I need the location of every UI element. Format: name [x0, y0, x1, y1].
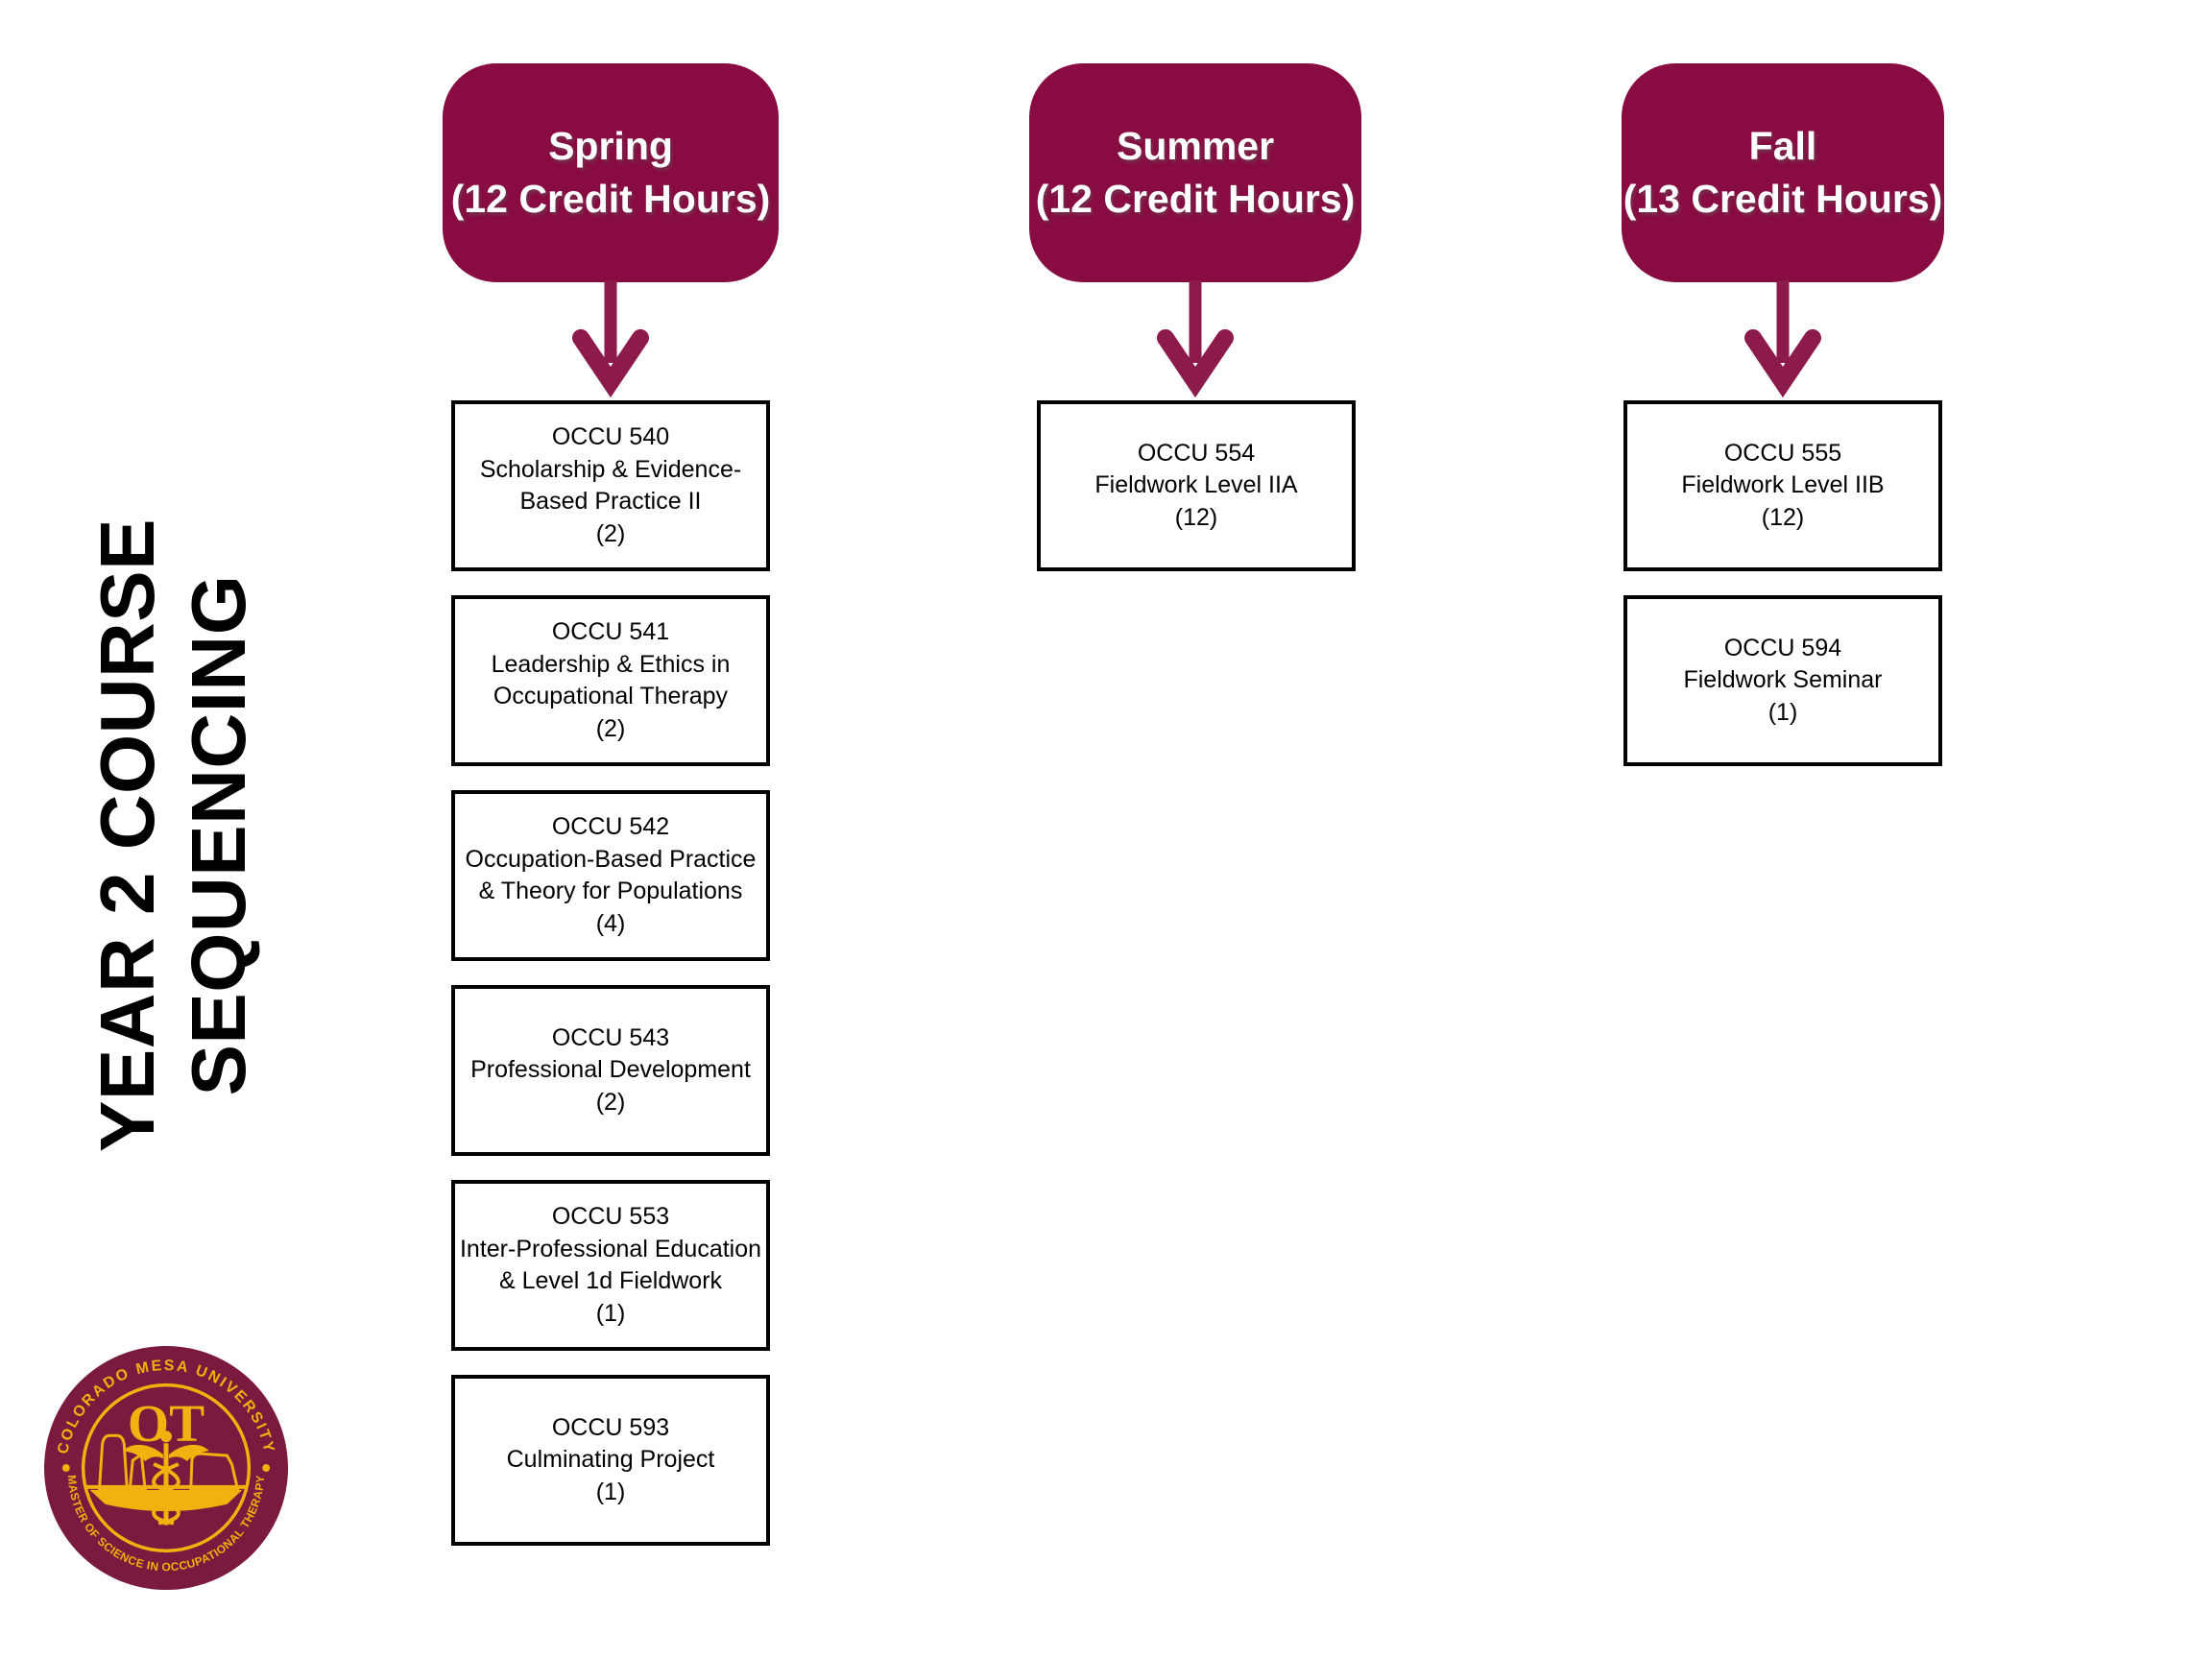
- title-line-2: SEQUENCING: [176, 574, 261, 1096]
- course-name: Leadership & Ethics in Occupational Ther…: [491, 650, 731, 710]
- course-credits: (1): [1767, 698, 1798, 726]
- course-credits: (12): [1761, 503, 1805, 531]
- course-box-occu-555: OCCU 555 Fieldwork Level IIB (12): [1623, 400, 1942, 571]
- season-credits: (12 Credit Hours): [1035, 177, 1356, 221]
- course-code: OCCU 543: [551, 1023, 670, 1051]
- course-name: Scholarship & Evidence- Based Practice I…: [479, 455, 742, 516]
- logo-dot-left: [61, 1464, 70, 1472]
- course-box-occu-541: OCCU 541 Leadership & Ethics in Occupati…: [451, 595, 770, 766]
- course-name: Inter-Professional Education & Level 1d …: [459, 1235, 762, 1295]
- caduceus-icon: [123, 1431, 209, 1526]
- course-code: OCCU 554: [1137, 439, 1256, 467]
- logo-dot-right: [262, 1464, 271, 1472]
- title-line-1: YEAR 2 COURSE: [84, 518, 170, 1152]
- page-title: YEAR 2 COURSE SEQUENCING: [82, 518, 264, 1152]
- season-credits: (13 Credit Hours): [1623, 177, 1943, 221]
- season-credits: (12 Credit Hours): [450, 177, 771, 221]
- course-credits: (2): [595, 714, 626, 742]
- course-credits: (4): [595, 909, 626, 937]
- season-name: Fall: [1748, 123, 1817, 168]
- course-name: Professional Development: [470, 1056, 751, 1084]
- season-header-fall: Fall (13 Credit Hours): [1622, 63, 1944, 282]
- course-box-occu-540: OCCU 540 Scholarship & Evidence- Based P…: [451, 400, 770, 571]
- season-header-spring: Spring (12 Credit Hours): [443, 63, 779, 282]
- course-credits: (12): [1174, 503, 1218, 531]
- course-credits: (1): [595, 1478, 626, 1505]
- course-credits: (1): [595, 1299, 626, 1327]
- course-box-occu-594: OCCU 594 Fieldwork Seminar (1): [1623, 595, 1942, 766]
- course-name: Culminating Project: [506, 1446, 715, 1474]
- course-code: OCCU 593: [551, 1413, 670, 1441]
- course-name: Fieldwork Seminar: [1683, 666, 1883, 694]
- course-credits: (2): [595, 1088, 626, 1116]
- course-name: Occupation-Based Practice & Theory for P…: [465, 845, 757, 905]
- university-logo: COLORADO MESA UNIVERSITY MASTER OF SCIEN…: [43, 1345, 289, 1591]
- arrow-down-icon: [572, 280, 649, 398]
- course-name: Fieldwork Level IIB: [1681, 471, 1885, 499]
- course-box-occu-542: OCCU 542 Occupation-Based Practice & The…: [451, 790, 770, 961]
- course-name: Fieldwork Level IIA: [1094, 471, 1298, 499]
- course-box-occu-593: OCCU 593 Culminating Project (1): [451, 1375, 770, 1546]
- course-code: OCCU 555: [1723, 439, 1842, 467]
- arrow-down-icon: [1157, 280, 1234, 398]
- course-box-occu-554: OCCU 554 Fieldwork Level IIA (12): [1037, 400, 1356, 571]
- course-credits: (2): [595, 519, 626, 547]
- course-code: OCCU 553: [551, 1203, 670, 1230]
- course-code: OCCU 540: [551, 423, 670, 450]
- course-code: OCCU 541: [551, 618, 670, 645]
- course-box-occu-543: OCCU 543 Professional Development (2): [451, 985, 770, 1156]
- course-code: OCCU 594: [1723, 634, 1842, 661]
- arrow-down-icon: [1744, 280, 1821, 398]
- logo-ring: [81, 1382, 252, 1553]
- course-box-occu-553: OCCU 553 Inter-Professional Education & …: [451, 1180, 770, 1351]
- season-name: Spring: [548, 123, 673, 168]
- season-header-summer: Summer (12 Credit Hours): [1029, 63, 1361, 282]
- course-code: OCCU 542: [551, 813, 670, 840]
- season-name: Summer: [1116, 123, 1275, 168]
